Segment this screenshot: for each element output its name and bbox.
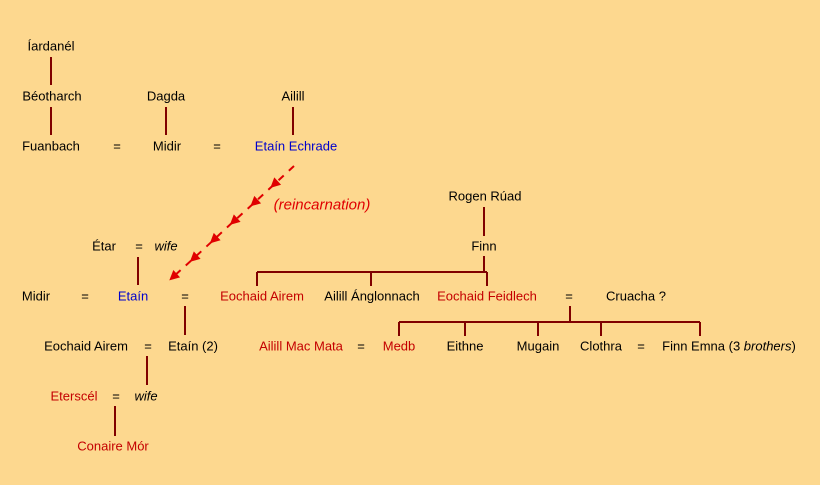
finn-emna-name: Finn Emna (3: [662, 338, 744, 354]
person-finn: Finn: [471, 238, 497, 254]
person-wife-of-etar: wife: [154, 238, 178, 254]
person-etar: Étar: [92, 238, 116, 254]
marriage-eochaid-feidlech-cruacha: =: [565, 288, 573, 304]
marriage-midir-etain: =: [81, 288, 89, 304]
person-mugain: Mugain: [516, 338, 560, 354]
person-eochaid-airem: Eochaid Airem: [220, 288, 304, 304]
person-wife-of-eterscel: wife: [134, 388, 158, 404]
marriage-clothra-finn-emna: =: [637, 338, 645, 354]
person-dagda: Dagda: [146, 88, 186, 104]
person-medb: Medb: [382, 338, 416, 354]
person-etain: Etaín: [117, 288, 149, 304]
person-iardanel: Íardanél: [27, 38, 75, 54]
marriage-eochaid-airem-etain2: =: [144, 338, 152, 354]
person-ailill: Ailill: [281, 88, 305, 104]
person-beotharch: Béotharch: [22, 88, 82, 104]
person-rogen-ruad: Rogen Rúad: [448, 188, 522, 204]
person-midir-second: Midir: [21, 288, 51, 304]
marriage-eterscel-wife: =: [112, 388, 120, 404]
annotation-reincarnation: (reincarnation): [273, 196, 371, 214]
reincarnation-arrow: [169, 165, 295, 281]
marriage-fuanbach-midir: =: [113, 138, 121, 154]
person-fuanbach: Fuanbach: [22, 138, 80, 154]
marriage-midir-etain-echrade: =: [213, 138, 221, 154]
person-etain-2: Etaín (2): [168, 338, 218, 354]
person-etain-echrade: Etaín Echrade: [254, 138, 338, 154]
person-eterscel: Eterscél: [50, 388, 98, 404]
marriage-etar-wife: =: [135, 238, 143, 254]
person-ailill-anglonnach: Ailill Ánglonnach: [324, 288, 420, 304]
finn-emna-paren: ): [791, 338, 796, 354]
finn-emna-brothers-note: brothers: [743, 338, 792, 354]
person-clothra: Clothra: [580, 338, 622, 354]
person-ailill-mac-mata: Ailill Mac Mata: [259, 338, 343, 354]
person-cruacha: Cruacha ?: [606, 288, 666, 304]
person-conaire-mor: Conaire Mór: [77, 438, 149, 454]
person-eithne: Eithne: [446, 338, 484, 354]
marriage-etain-eochaid-airem: =: [181, 288, 189, 304]
person-midir-first: Midir: [152, 138, 182, 154]
person-finn-emna: Finn Emna (3 brothers): [662, 340, 796, 353]
person-eochaid-airem-husband: Eochaid Airem: [44, 338, 128, 354]
person-eochaid-feidlech: Eochaid Feidlech: [437, 288, 537, 304]
marriage-ailill-medb: =: [357, 338, 365, 354]
